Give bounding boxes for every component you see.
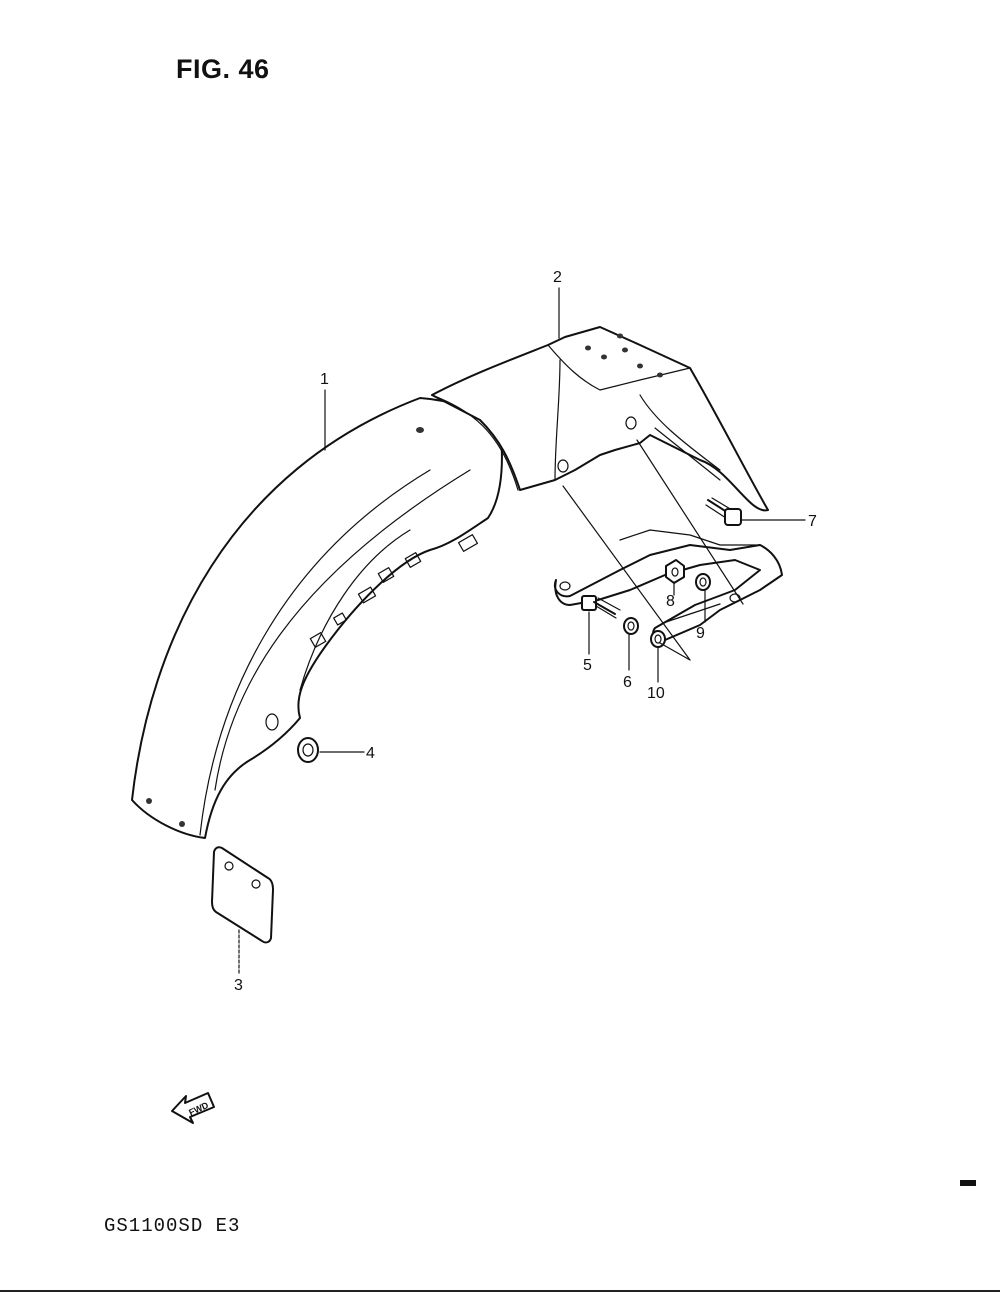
callout-7: 7 — [808, 513, 817, 530]
callout-4: 4 — [366, 745, 375, 762]
registration-mark — [960, 1180, 976, 1186]
callout-6: 6 — [623, 674, 632, 691]
bottom-rule — [0, 1290, 1000, 1292]
leader-lines — [238, 287, 806, 976]
part-fender-upper — [431, 326, 769, 512]
model-code: GS1100SD E3 — [104, 1215, 241, 1237]
callout-labels: 1 2 3 4 5 6 7 8 9 10 — [234, 269, 817, 994]
figure-title: FIG. 46 — [176, 54, 270, 84]
part-washer-6 — [623, 617, 639, 635]
callout-3: 3 — [234, 977, 243, 994]
part-cushion — [297, 737, 319, 763]
part-spacer-10 — [650, 630, 666, 648]
callout-1: 1 — [320, 371, 329, 388]
callout-8: 8 — [666, 593, 675, 610]
fwd-arrow-icon: FWD — [171, 1092, 215, 1124]
part-mud-flap — [211, 846, 274, 944]
assembly-lines — [562, 427, 744, 661]
callout-9: 9 — [696, 625, 705, 642]
part-rear-fender — [131, 397, 503, 839]
part-bolt-7 — [705, 497, 742, 526]
callout-5: 5 — [583, 657, 592, 674]
callout-10: 10 — [647, 685, 665, 702]
part-bolt-5 — [581, 595, 621, 619]
callout-2: 2 — [553, 269, 562, 286]
part-washer-9 — [695, 573, 711, 591]
part-nut-8 — [665, 559, 685, 584]
